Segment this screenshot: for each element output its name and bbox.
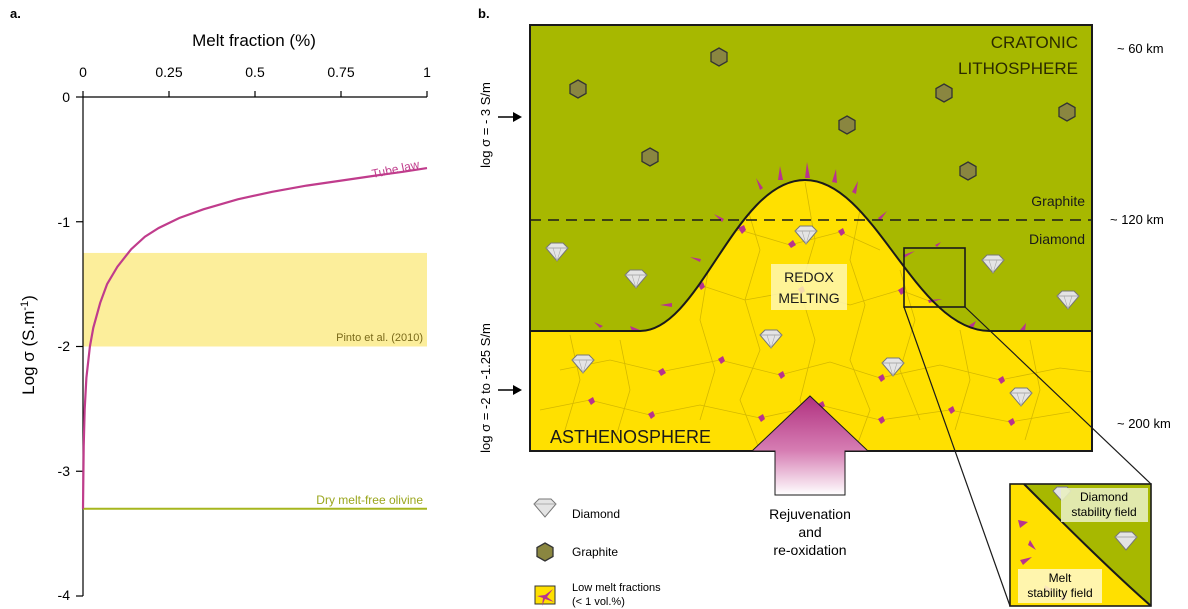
- sigma-lower-label: log σ = -2 to -1.25 S/m: [478, 323, 493, 453]
- inset-frame: [1009, 483, 1152, 607]
- legend: Diamond Graphite Low melt fractions (< 1…: [533, 498, 661, 608]
- inset-zoom: Diamond stability field Melt stability f…: [1009, 483, 1152, 607]
- inset-diamond-label-line2: stability field: [1071, 505, 1136, 519]
- x-tick-label: 0.25: [155, 64, 182, 80]
- panel-a: a. Melt fraction (%) 0 0.25 0.5 0.75 1 0…: [10, 6, 431, 603]
- lab-boundary: [530, 178, 1092, 332]
- redox-label-bg: [771, 264, 847, 310]
- graphite-zone-label: Graphite: [1031, 193, 1085, 209]
- melting-label: MELTING: [778, 290, 839, 306]
- inset-diamond-label-line1: Diamond: [1080, 490, 1128, 504]
- y-tick-label: 0: [62, 89, 70, 105]
- legend-graphite-icon: [536, 542, 554, 562]
- diamond-icon: [624, 269, 648, 289]
- olivine-label: Dry melt-free olivine: [316, 493, 423, 507]
- lithosphere-label: LITHOSPHERE: [958, 59, 1078, 78]
- x-tick-label: 0: [79, 64, 87, 80]
- asthenosphere-dome: [530, 180, 1092, 451]
- inset-melt-label-bg: [1018, 569, 1102, 603]
- sigma-upper-label: log σ = - 3 S/m: [478, 82, 493, 168]
- panel-b-letter: b.: [478, 6, 490, 21]
- graphite-icon: [710, 47, 728, 67]
- inset-diamond-label-bg: [1061, 488, 1148, 522]
- panel-b: b.: [478, 6, 1171, 608]
- diamond-crystals: [545, 225, 1080, 407]
- diamond-icon: [1056, 290, 1080, 310]
- y-axis-title: Log σ (S.m-1): [19, 295, 38, 395]
- arrow-label-line1: Rejuvenation: [769, 506, 851, 522]
- tube-law-curve: [81, 167, 428, 509]
- arrow-label-line2: and: [798, 524, 821, 540]
- pinto-label: Pinto et al. (2010): [336, 332, 423, 344]
- y-tick-label: -1: [58, 214, 71, 230]
- diamond-icon: [545, 242, 569, 262]
- inset-melt-label-line2: stability field: [1027, 586, 1092, 600]
- graphite-icon: [959, 161, 977, 181]
- x-tick-label: 0.75: [327, 64, 354, 80]
- sigma-lower-arrow: [498, 385, 522, 395]
- graphite-crystals: [569, 47, 1076, 181]
- pinto-band: [83, 252, 427, 347]
- zoom-square: [903, 247, 966, 308]
- diamond-icon: [981, 254, 1005, 274]
- rejuvenation-arrow: [750, 395, 870, 496]
- diamond-icon: [571, 354, 595, 374]
- depth-120-label: ~ 120 km: [1110, 212, 1164, 227]
- panel-a-letter: a.: [10, 6, 21, 21]
- graphite-icon: [1058, 102, 1076, 122]
- melt-pockets: [588, 162, 1026, 426]
- legend-graphite-label: Graphite: [572, 545, 618, 559]
- x-tick-label: 0.5: [245, 64, 265, 80]
- sigma-upper-arrow: [498, 112, 522, 122]
- diamond-zone-label: Diamond: [1029, 231, 1085, 247]
- diamond-icon: [759, 329, 783, 349]
- diamond-icon: [794, 225, 818, 245]
- tube-law-label: Tube law: [371, 157, 421, 181]
- graphite-icon: [838, 115, 856, 135]
- legend-diamond-label: Diamond: [572, 507, 620, 521]
- y-tick-label: -4: [58, 587, 71, 603]
- diamond-icon: [881, 357, 905, 377]
- y-tick-label: -2: [58, 338, 71, 354]
- inset-melt-label-line1: Melt: [1049, 571, 1072, 585]
- arrow-label-line3: re-oxidation: [773, 542, 846, 558]
- legend-melt-icon: [534, 585, 556, 606]
- asthenosphere-label: ASTHENOSPHERE: [550, 427, 711, 447]
- legend-diamond-icon: [533, 498, 557, 518]
- cratonic-label: CRATONIC: [991, 33, 1078, 52]
- legend-melt-label-line1: Low melt fractions: [572, 582, 661, 594]
- graphite-icon: [641, 147, 659, 167]
- y-tick-label: -3: [58, 463, 71, 479]
- diamond-icon: [1009, 387, 1033, 407]
- graphite-icon: [935, 83, 953, 103]
- graphite-icon: [569, 79, 587, 99]
- zoom-connector: [964, 306, 1152, 485]
- y-tick-marks: [76, 96, 83, 597]
- zoom-connector: [903, 306, 1011, 607]
- legend-melt-label-line2: (< 1 vol.%): [572, 596, 625, 608]
- x-tick-label: 1: [423, 64, 431, 80]
- redox-label: REDOX: [784, 269, 834, 285]
- inset-diamond-icon: [1114, 531, 1138, 551]
- x-axis-title: Melt fraction (%): [192, 31, 316, 50]
- inset-boundary: [1023, 483, 1152, 607]
- x-tick-marks: [82, 91, 428, 97]
- depth-200-label: ~ 200 km: [1117, 416, 1171, 431]
- depth-60-label: ~ 60 km: [1117, 41, 1164, 56]
